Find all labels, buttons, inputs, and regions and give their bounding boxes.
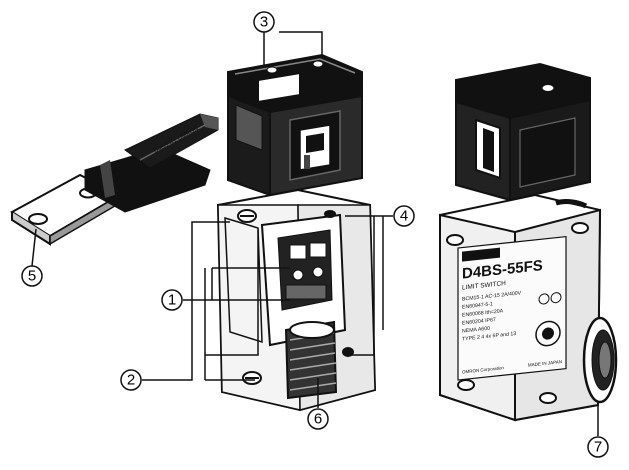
callout-1-label: 1: [168, 292, 176, 309]
body-hole-top: [324, 210, 336, 218]
key-mount-hole-1: [28, 213, 48, 225]
operation-key: D4BS-K1 OMRON: [10, 113, 219, 246]
nameplate-maker: OMRON Corporation: [462, 365, 504, 374]
leader-4b: [350, 216, 375, 356]
callout-5: 5: [21, 265, 43, 287]
cutaway-switch: [216, 53, 377, 412]
callout-6-label: 6: [314, 411, 322, 428]
callout-5-label: 5: [28, 268, 36, 285]
brand-badge: [462, 247, 500, 262]
callout-1: 1: [161, 289, 183, 311]
right-head-screw: [541, 84, 555, 92]
callout-4: 4: [393, 205, 415, 227]
head-slot: [257, 71, 301, 104]
callout-6: 6: [307, 408, 329, 430]
nameplate-brand: omron: [470, 249, 493, 260]
nameplate-spec-2: EN60947-5-1: [462, 301, 493, 310]
leader-lines: [31, 31, 599, 436]
leader-2c: [205, 230, 259, 356]
right-screw-tl: [446, 234, 464, 246]
nameplate-spec-5: NEMA A600: [462, 326, 490, 335]
nameplate-origin: MADE IN JAPAN: [528, 359, 562, 368]
leader-3b: [279, 31, 323, 58]
right-screw-br: [539, 392, 557, 404]
callout-4-label: 4: [400, 208, 408, 225]
right-screw-tr: [571, 222, 589, 234]
head-screw-1: [266, 66, 278, 74]
leader-2a: [142, 221, 230, 381]
callout-7: 7: [587, 436, 609, 458]
nameplate-spec-4: EN60204 IP67: [462, 317, 496, 327]
nameplate: omron D4BS-55FS LIMIT SWITCH BCM15-1 AC-…: [457, 235, 567, 381]
right-screw-bl: [457, 379, 475, 391]
side-conduit-connector: [582, 316, 618, 404]
plate-symbol-1: [538, 293, 550, 305]
leader-5: [31, 228, 37, 267]
nameplate-type: LIMIT SWITCH: [462, 280, 506, 292]
callout-3: 3: [253, 11, 275, 33]
callout-2: 2: [120, 369, 142, 391]
nameplate-spec-3: EN60068 Ith=20A: [462, 308, 504, 318]
assembled-switch: omron D4BS-55FS LIMIT SWITCH BCM15-1 AC-…: [439, 62, 618, 422]
callout-7-label: 7: [594, 439, 602, 456]
nameplate-spec-6: TYPE 2 4 4x 6P and 13: [462, 331, 516, 343]
callout-3-label: 3: [260, 14, 268, 31]
callout-2-label: 2: [127, 372, 135, 389]
head-screw-2: [312, 60, 324, 68]
plate-symbol-2: [550, 292, 562, 304]
